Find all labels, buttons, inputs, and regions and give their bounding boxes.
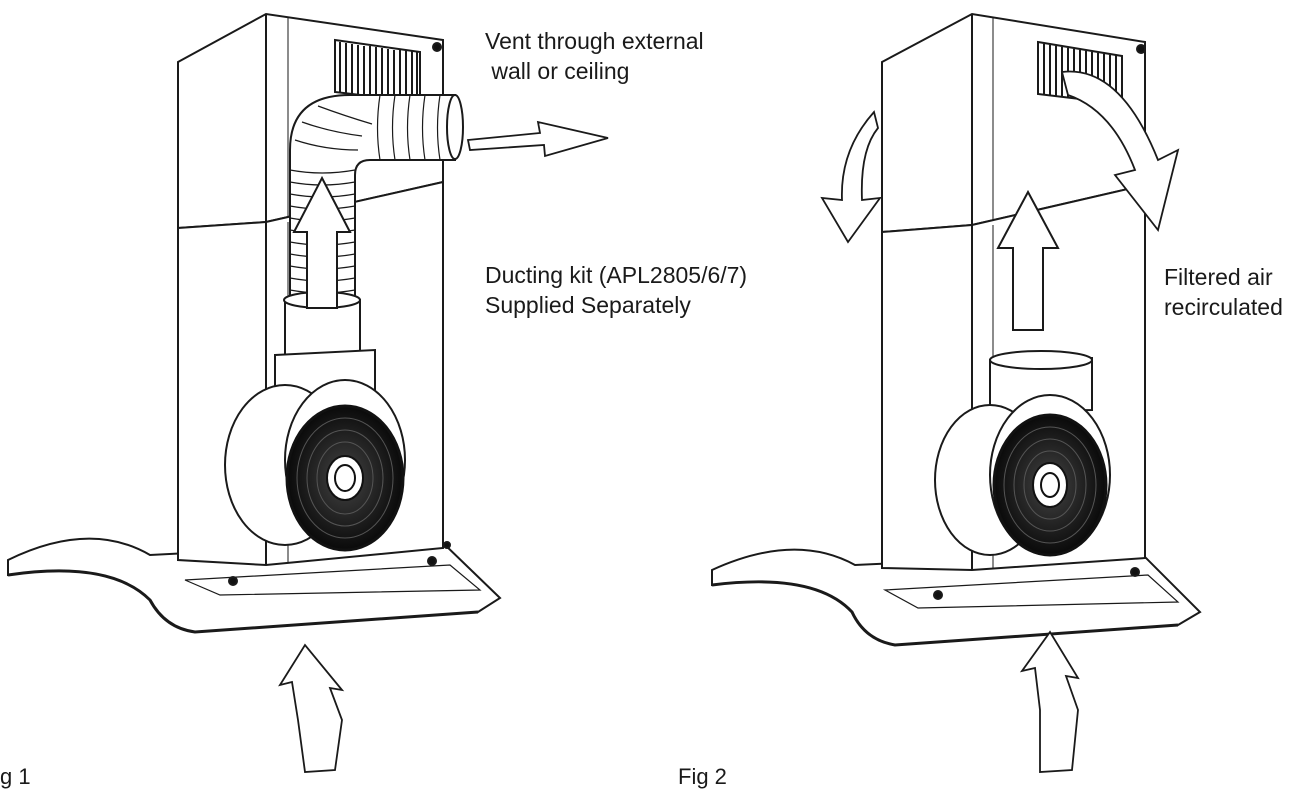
airflow-up-arrow	[996, 189, 1060, 331]
vent-label-line2: wall or ceiling	[485, 58, 630, 84]
vent-label: Vent through external wall or ceiling	[485, 26, 704, 86]
filtered-air-label: Filtered air recirculated	[1164, 262, 1283, 322]
airflow-up-arrow	[292, 175, 352, 309]
recirculation-arrow-right	[1060, 70, 1180, 233]
carbon-filter	[992, 413, 1108, 557]
figure-2-caption: Fig 2	[678, 764, 727, 789]
figure-1-caption: g 1	[0, 764, 31, 789]
figure-1-cooker-hood-ducted	[7, 12, 609, 773]
filtered-air-label-line2: recirculated	[1164, 294, 1283, 320]
ducting-kit-label-line2: Supplied Separately	[485, 292, 691, 318]
ducting-kit-label-line1: Ducting kit (APL2805/6/7)	[485, 262, 748, 288]
intake-arrow	[278, 643, 345, 773]
ducting-kit-label: Ducting kit (APL2805/6/7) Supplied Separ…	[485, 260, 747, 320]
intake-arrow	[1019, 630, 1080, 773]
screw-icon	[1130, 567, 1140, 577]
carbon-filter	[285, 404, 405, 552]
exhaust-arrow	[466, 120, 609, 158]
vent-grille	[334, 38, 421, 104]
screw-icon	[228, 576, 238, 586]
filtered-air-label-line1: Filtered air	[1164, 264, 1273, 290]
figure-2-cooker-hood-recirculating	[711, 12, 1202, 773]
recirculation-arrow-left	[820, 110, 882, 244]
screw-icon	[933, 590, 943, 600]
screw-icon	[427, 556, 437, 566]
vent-label-line1: Vent through external	[485, 28, 704, 54]
